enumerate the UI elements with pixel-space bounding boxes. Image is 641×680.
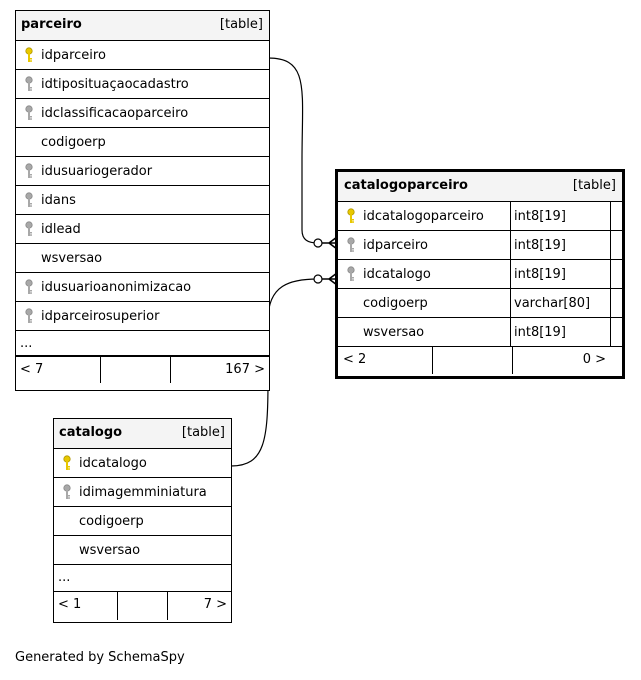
column-name: idcatalogo	[363, 267, 431, 282]
column-row[interactable]: idclassificacaoparceiro	[16, 99, 269, 128]
parent-count: < 7	[20, 362, 44, 377]
table-footer: < 1 7 >	[54, 592, 231, 620]
column-divider	[610, 231, 611, 259]
column-row[interactable]: idcatalogo	[54, 449, 231, 478]
column-name: idlead	[41, 222, 81, 237]
column-divider	[610, 318, 611, 346]
column-type: varchar[80]	[514, 296, 591, 311]
link-catalogo-optional-marker	[313, 274, 323, 284]
column-row[interactable]: idusuariogerador	[16, 157, 269, 186]
table-footer: < 7 167 >	[16, 356, 269, 383]
primary-key-icon	[24, 47, 34, 63]
child-count: 167 >	[225, 362, 265, 377]
column-type: int8[19]	[514, 267, 566, 282]
parent-count: < 1	[58, 597, 82, 612]
foreign-key-icon	[24, 105, 34, 121]
column-row[interactable]: idparceirosuperior	[16, 302, 269, 331]
column-row[interactable]: wsversao int8[19]	[338, 318, 622, 347]
column-row[interactable]: idparceiro	[16, 41, 269, 70]
column-row[interactable]: wsversao	[16, 244, 269, 273]
column-type: int8[19]	[514, 325, 566, 340]
foreign-key-icon	[24, 76, 34, 92]
column-name: codigoerp	[79, 514, 144, 529]
column-name: idcatalogoparceiro	[363, 209, 484, 224]
child-count: 7 >	[203, 597, 227, 612]
table-type: [table]	[572, 178, 616, 193]
column-row[interactable]: codigoerp varchar[80]	[338, 289, 622, 318]
column-name: wsversao	[363, 325, 425, 340]
column-name: idusuarioanonimizacao	[41, 280, 192, 295]
table-type: [table]	[181, 425, 225, 440]
column-type: int8[19]	[514, 209, 566, 224]
link-parceiro-optional-marker	[313, 238, 323, 248]
column-divider	[510, 202, 511, 230]
foreign-key-icon	[62, 484, 72, 500]
column-name: idparceirosuperior	[41, 309, 160, 324]
table-header: catalogoparceiro [table]	[338, 172, 622, 202]
column-divider	[610, 202, 611, 230]
column-name: idclassificacaoparceiro	[41, 106, 189, 121]
more-columns-row: ...	[54, 565, 231, 592]
column-divider	[510, 318, 511, 346]
table-name: parceiro	[21, 17, 82, 32]
more-columns-ellipsis: ...	[58, 570, 71, 585]
column-name: idans	[41, 193, 76, 208]
table-name: catalogoparceiro	[344, 178, 468, 193]
column-name: wsversao	[41, 251, 103, 266]
foreign-key-icon	[24, 308, 34, 324]
link-parceiro-to-catalogoparceiro	[267, 57, 319, 244]
column-divider	[510, 289, 511, 317]
column-divider	[510, 260, 511, 288]
column-name: idtiposituaçaocadastro	[41, 77, 189, 92]
column-name: idcatalogo	[79, 456, 147, 471]
foreign-key-icon	[24, 279, 34, 295]
table-footer: < 2 0 >	[338, 347, 622, 374]
column-name: idparceiro	[363, 238, 428, 253]
foreign-key-icon	[24, 221, 34, 237]
column-row[interactable]: idans	[16, 186, 269, 215]
table-header: parceiro [table]	[16, 11, 269, 41]
foreign-key-icon	[346, 237, 356, 253]
foreign-key-icon	[24, 163, 34, 179]
column-row[interactable]: idcatalogo int8[19]	[338, 260, 622, 289]
column-name: idimagemminiatura	[79, 485, 207, 500]
column-name: codigoerp	[41, 135, 106, 150]
column-name: codigoerp	[363, 296, 428, 311]
table-type: [table]	[219, 17, 263, 32]
foreign-key-icon	[24, 192, 34, 208]
column-name: idparceiro	[41, 48, 106, 63]
parent-count: < 2	[343, 352, 367, 367]
primary-key-icon	[62, 455, 72, 471]
column-name: idusuariogerador	[41, 164, 153, 179]
column-row[interactable]: codigoerp	[16, 128, 269, 157]
column-row[interactable]: codigoerp	[54, 507, 231, 536]
column-row[interactable]: idusuarioanonimizacao	[16, 273, 269, 302]
more-columns-ellipsis: ...	[20, 336, 33, 351]
more-columns-row: ...	[16, 331, 269, 356]
column-name: wsversao	[79, 543, 141, 558]
foreign-key-icon	[346, 266, 356, 282]
column-divider	[510, 231, 511, 259]
child-count: 0 >	[582, 352, 606, 367]
column-divider	[610, 289, 611, 317]
column-type: int8[19]	[514, 238, 566, 253]
primary-key-icon	[346, 208, 356, 224]
column-divider	[610, 260, 611, 288]
column-row[interactable]: idimagemminiatura	[54, 478, 231, 507]
table-parceiro[interactable]: parceiro [table] idparceiro idtiposituaça…	[15, 10, 270, 391]
table-header: catalogo [table]	[54, 419, 231, 449]
table-name: catalogo	[59, 425, 123, 440]
table-catalogo[interactable]: catalogo [table] idcatalogo idimagemminia…	[53, 418, 232, 623]
column-row[interactable]: idparceiro int8[19]	[338, 231, 622, 260]
table-catalogoparceiro[interactable]: catalogoparceiro [table] idcatalogoparce…	[335, 169, 625, 379]
column-row[interactable]: idlead	[16, 215, 269, 244]
column-row[interactable]: wsversao	[54, 536, 231, 565]
generator-caption: Generated by SchemaSpy	[15, 650, 185, 665]
column-row[interactable]: idtiposituaçaocadastro	[16, 70, 269, 99]
column-row[interactable]: idcatalogoparceiro int8[19]	[338, 202, 622, 231]
